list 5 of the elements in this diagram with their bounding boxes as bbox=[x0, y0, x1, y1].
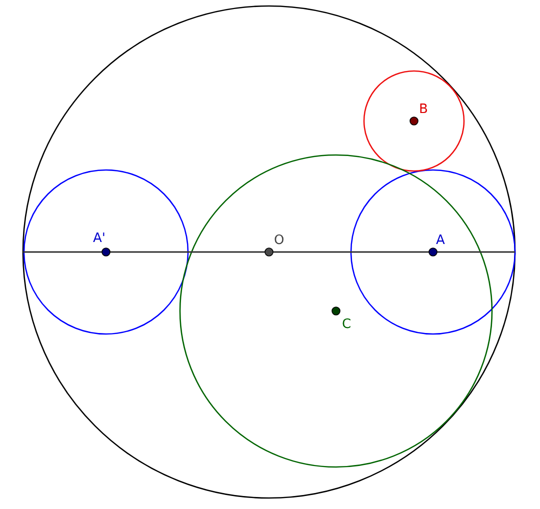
point-label: O bbox=[274, 234, 284, 248]
point-label: C bbox=[342, 318, 352, 332]
point-label: A' bbox=[93, 232, 106, 246]
point-label: A bbox=[436, 234, 445, 248]
point-label: B bbox=[419, 103, 428, 117]
